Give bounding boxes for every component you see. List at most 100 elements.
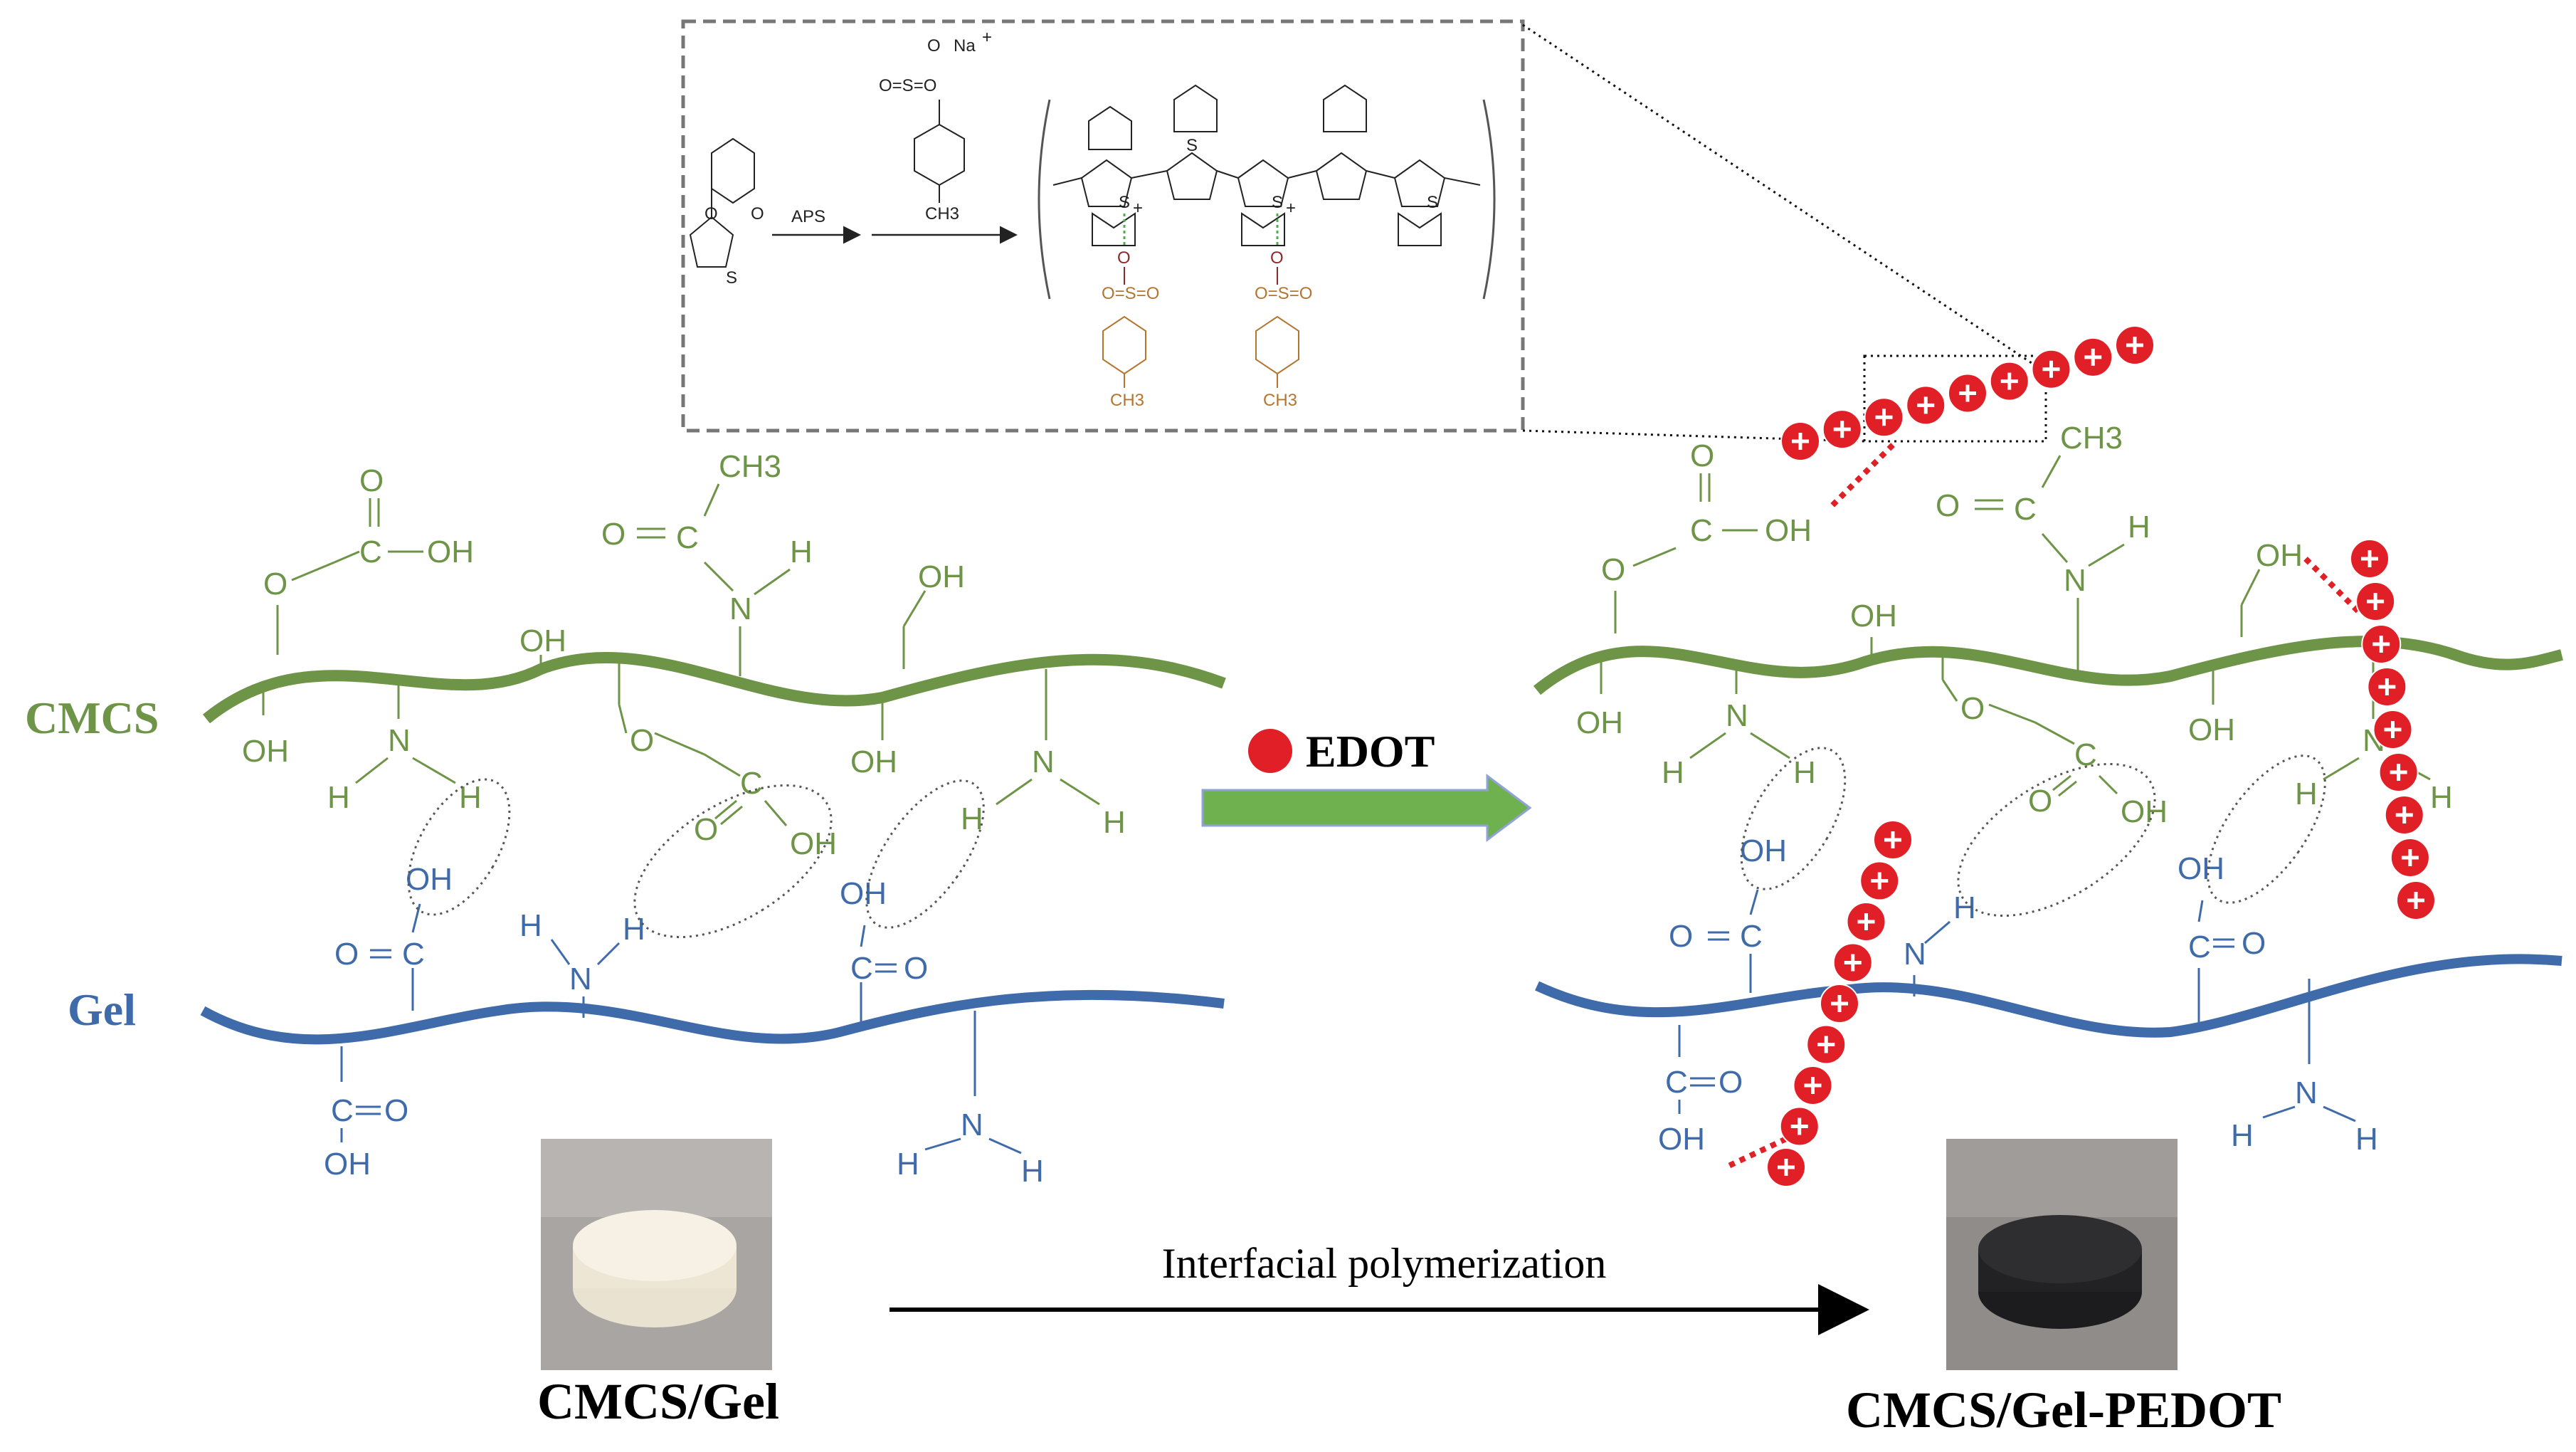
svg-text:OH: OH (324, 1147, 371, 1182)
svg-text:O: O (1669, 919, 1693, 954)
svg-text:C: C (359, 535, 382, 569)
pedot-bead-right-8 (2396, 880, 2436, 920)
pedot-bead-right-4 (2372, 710, 2413, 749)
pedot-bead-bottom-2 (1846, 902, 1886, 942)
svg-text:O: O (1719, 1065, 1743, 1100)
pedot-bead-right-6 (2384, 795, 2424, 835)
pedot-bead-right-2 (2361, 624, 2402, 664)
right-network: O C O OH OH N H H OH O C O OH N H C (1533, 325, 2563, 1187)
svg-text:O: O (704, 204, 718, 223)
polymer-bracket-left (1038, 99, 1051, 300)
pedot-bead-bottom-0 (1873, 820, 1913, 860)
svg-text:+: + (1286, 199, 1296, 218)
svg-text:OH: OH (2178, 851, 2224, 886)
svg-text:O: O (904, 951, 928, 986)
svg-text:Na: Na (954, 36, 976, 56)
pedot-bead-right-5 (2378, 752, 2419, 792)
pedot-bead-bottom-7 (1779, 1106, 1820, 1147)
pedot-bead-bottom-8 (1766, 1147, 1806, 1187)
svg-text:H: H (2231, 1118, 2254, 1153)
svg-text:O=S=O: O=S=O (1255, 284, 1312, 303)
svg-text:OH: OH (519, 624, 566, 658)
gel-chain-left (200, 989, 1225, 1045)
svg-text:OH: OH (406, 862, 453, 897)
pedot-bead-top-0 (1780, 421, 1820, 461)
svg-text:C: C (1665, 1065, 1688, 1100)
svg-text:N: N (961, 1108, 983, 1142)
svg-text:C: C (2014, 492, 2037, 527)
svg-text:CH3: CH3 (1110, 391, 1144, 410)
pedot-chain-structure: S + S S + S O O O=S=O CH3 O=S=O CH3 (1052, 84, 1481, 410)
sample-right: CMCS/Gel-PEDOT (1846, 1139, 2281, 1438)
svg-text:H: H (897, 1147, 919, 1182)
svg-text:CH3: CH3 (925, 204, 959, 223)
svg-text:H: H (790, 535, 813, 569)
svg-text:S: S (1186, 136, 1198, 155)
pedot-tether-right (2303, 557, 2361, 614)
svg-text:H: H (623, 912, 645, 947)
svg-text:H: H (1662, 755, 1684, 790)
pedot-bead-bottom-4 (1820, 984, 1859, 1024)
svg-text:OH: OH (1765, 513, 1812, 548)
svg-text:O=S=O: O=S=O (1102, 284, 1159, 303)
svg-text:OH: OH (1740, 833, 1787, 868)
cmcs-label: CMCS (25, 693, 159, 743)
svg-text:N: N (729, 591, 752, 626)
svg-text:S: S (1427, 193, 1438, 212)
svg-text:+: + (982, 28, 992, 47)
aps-label: APS (791, 207, 825, 226)
pedot-bead-top-3 (1906, 385, 1946, 426)
zoom-region-box (1863, 354, 2047, 443)
pedot-bead-right-0 (2350, 539, 2390, 579)
svg-text:OH: OH (790, 826, 837, 861)
svg-text:O: O (384, 1093, 408, 1128)
svg-text:C: C (676, 520, 699, 555)
svg-text:H: H (459, 780, 482, 815)
svg-text:O: O (694, 812, 718, 847)
pedot-bead-top-5 (1989, 361, 2029, 401)
svg-text:O: O (1936, 488, 1960, 523)
svg-text:H: H (327, 780, 350, 815)
sample-left-photo-shade (541, 1139, 772, 1217)
svg-text:H: H (519, 908, 542, 943)
svg-text:OH: OH (242, 734, 289, 769)
svg-text:H: H (2128, 510, 2150, 544)
green-process-arrow (1201, 774, 1532, 842)
sample-left-label: CMCS/Gel (537, 1373, 779, 1430)
pedot-bead-right-7 (2390, 838, 2430, 878)
pedot-bead-top-7 (2073, 337, 2113, 377)
svg-text:H: H (1953, 890, 1976, 925)
polymer-bracket-right (1482, 99, 1496, 300)
gel-chain-right (1535, 954, 2562, 1038)
svg-text:OH: OH (2256, 538, 2303, 573)
zoom-line-top (1522, 23, 2043, 372)
edot-monomer-structure: O O S (689, 137, 764, 288)
cmcs-chain-right (1533, 636, 2563, 695)
svg-text:O: O (1270, 248, 1284, 268)
svg-text:O=S=O: O=S=O (879, 76, 936, 95)
svg-text:H: H (1793, 755, 1816, 790)
svg-text:CH3: CH3 (1263, 391, 1297, 410)
svg-text:H: H (2295, 777, 2318, 811)
svg-text:OH: OH (427, 535, 474, 569)
svg-text:H: H (1021, 1154, 1044, 1189)
svg-text:+: + (1133, 199, 1143, 218)
svg-text:C: C (402, 937, 425, 972)
pedot-bead-bottom-3 (1832, 942, 1873, 983)
sample-right-photo-shade (1946, 1139, 2178, 1217)
svg-text:N: N (1904, 937, 1926, 972)
svg-text:N: N (2064, 563, 2086, 598)
svg-text:C: C (850, 951, 873, 986)
svg-text:O: O (927, 36, 941, 56)
pedot-bead-top-2 (1864, 397, 1904, 438)
svg-text:N: N (569, 962, 592, 996)
svg-text:H: H (2355, 1122, 2378, 1157)
pedot-bead-bottom-1 (1859, 861, 1900, 901)
svg-text:O: O (2242, 926, 2266, 961)
sample-left: CMCS/Gel (537, 1139, 779, 1430)
svg-text:O: O (263, 567, 287, 601)
svg-text:S: S (726, 268, 737, 288)
sample-right-label: CMCS/Gel-PEDOT (1846, 1382, 2281, 1438)
svg-text:O: O (751, 204, 764, 223)
svg-text:OH: OH (1658, 1122, 1705, 1157)
